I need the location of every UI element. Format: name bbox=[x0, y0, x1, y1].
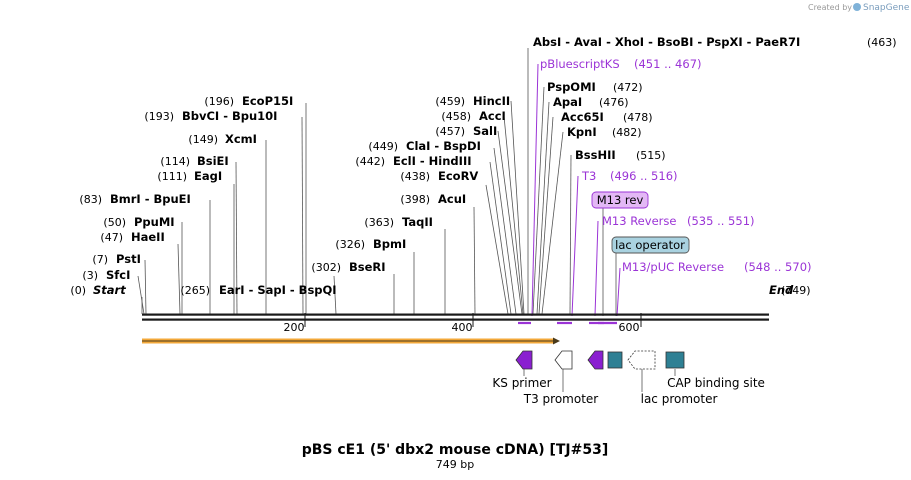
ks-primer-label: KS primer bbox=[492, 376, 551, 390]
site-pos: (472) bbox=[613, 81, 643, 94]
site-name: BmrI - BpuEI bbox=[110, 192, 191, 206]
t3-promoter-label: T3 promoter bbox=[523, 392, 599, 406]
site-pos: (459) bbox=[435, 95, 465, 108]
tick-label-200: 200 bbox=[284, 321, 305, 334]
site-name: TaqII bbox=[402, 215, 433, 229]
site-name: AccI bbox=[479, 109, 506, 123]
site-name: AcuI bbox=[438, 192, 466, 206]
snapgene-logo-icon bbox=[853, 3, 861, 11]
site-name: XcmI bbox=[225, 132, 257, 146]
site-pos: (463) bbox=[867, 36, 897, 49]
credit-text: Created by bbox=[808, 3, 852, 12]
site-name: PstI bbox=[116, 252, 141, 266]
brand-text: SnapGene bbox=[863, 3, 910, 13]
site-name: PspOMI bbox=[547, 80, 596, 94]
primer-connectors bbox=[531, 63, 621, 317]
site-pos: (7) bbox=[92, 253, 108, 266]
primer-name: pBluescriptKS bbox=[540, 57, 620, 71]
site-name: BssHII bbox=[575, 148, 616, 162]
site-pos: (363) bbox=[364, 216, 394, 229]
box-connectors bbox=[602, 206, 617, 316]
site-pos: (482) bbox=[612, 126, 642, 139]
site-name: PpuMI bbox=[134, 215, 175, 229]
site-pos: (476) bbox=[599, 96, 629, 109]
site-name: EarI - SapI - BspQI bbox=[219, 283, 337, 297]
site-name: EclI - HindIII bbox=[393, 154, 472, 168]
site-pos: (196) bbox=[204, 95, 234, 108]
site-pos: (326) bbox=[335, 238, 365, 251]
site-pos: (193) bbox=[144, 110, 174, 123]
lac-operator-icon bbox=[607, 351, 623, 369]
site-pos: (3) bbox=[82, 269, 98, 282]
site-pos: (438) bbox=[400, 170, 430, 183]
site-name: ApaI bbox=[553, 95, 582, 109]
primer-range: (548 .. 570) bbox=[744, 260, 812, 274]
site-name: ClaI - BspDI bbox=[406, 139, 481, 153]
site-name: HincII bbox=[473, 94, 510, 108]
primer-labels: pBluescriptKS (451 .. 467) T3 (496 .. 51… bbox=[540, 57, 812, 274]
backbone: 200 400 600 bbox=[142, 313, 769, 334]
feature-glyphs bbox=[515, 350, 685, 392]
site-connectors bbox=[137, 48, 572, 315]
restriction-sites: (3) SfcI (7) PstI (47) HaeII (50) PpuMI … bbox=[79, 35, 896, 297]
tick-label-600: 600 bbox=[619, 321, 640, 334]
site-pos: (265) bbox=[180, 284, 210, 297]
site-pos: (111) bbox=[157, 170, 187, 183]
primer-range: (535 .. 551) bbox=[687, 214, 755, 228]
site-pos: (398) bbox=[400, 193, 430, 206]
site-name: EcoRV bbox=[438, 169, 478, 183]
site-pos: (515) bbox=[636, 149, 666, 162]
m13-rev-label: M13 rev bbox=[597, 193, 644, 207]
site-name: BseRI bbox=[349, 260, 386, 274]
lac-operator-box: lac operator bbox=[611, 236, 690, 254]
site-pos: (449) bbox=[368, 140, 398, 153]
ks-primer-icon bbox=[515, 350, 533, 370]
primer-name: M13/pUC Reverse bbox=[622, 260, 724, 274]
site-pos: (457) bbox=[435, 125, 465, 138]
start-label: Start bbox=[93, 283, 126, 297]
site-name: BpmI bbox=[373, 237, 406, 251]
t3-promoter-icon bbox=[554, 350, 573, 370]
site-pos: (83) bbox=[79, 193, 102, 206]
lac-promoter-icon bbox=[627, 350, 656, 370]
start-position: (0) bbox=[70, 284, 86, 297]
lac-promoter-label: lac promoter bbox=[641, 392, 718, 406]
m13-rev-icon bbox=[587, 350, 604, 370]
m13-rev-box: M13 rev bbox=[591, 191, 649, 209]
site-pos: (458) bbox=[441, 110, 471, 123]
tick-label-400: 400 bbox=[452, 321, 473, 334]
map-title: pBS cE1 (5' dbx2 mouse cDNA) [TJ#53] bbox=[302, 442, 609, 458]
site-pos: (47) bbox=[100, 231, 123, 244]
site-name: AbsI - AvaI - XhoI - BsoBI - PspXI - Pae… bbox=[533, 35, 800, 49]
snapgene-credit: Created by SnapGene bbox=[808, 3, 910, 13]
primer-name: T3 bbox=[581, 169, 596, 183]
site-name: HaeII bbox=[131, 230, 165, 244]
site-name: BsiEI bbox=[197, 154, 229, 168]
primer-name: M13 Reverse bbox=[602, 214, 676, 228]
site-name: EcoP15I bbox=[242, 94, 293, 108]
site-pos: (50) bbox=[103, 216, 126, 229]
cap-binding-site-icon bbox=[665, 351, 685, 369]
orf-arrow bbox=[142, 337, 560, 345]
site-name: KpnI bbox=[567, 125, 597, 139]
site-pos: (442) bbox=[355, 155, 385, 168]
primer-range: (451 .. 467) bbox=[634, 57, 702, 71]
site-pos: (114) bbox=[160, 155, 190, 168]
lac-operator-label: lac operator bbox=[615, 238, 685, 252]
site-name: SalI bbox=[473, 124, 497, 138]
primer-range: (496 .. 516) bbox=[610, 169, 678, 183]
site-pos: (149) bbox=[188, 133, 218, 146]
site-name: EagI bbox=[194, 169, 222, 183]
end-label: End bbox=[769, 283, 794, 297]
map-length: 749 bp bbox=[436, 458, 474, 471]
site-pos: (478) bbox=[623, 111, 653, 124]
end-position: (749) bbox=[781, 284, 811, 297]
site-name: Acc65I bbox=[561, 110, 604, 124]
site-name: SfcI bbox=[106, 268, 130, 282]
site-pos: (302) bbox=[311, 261, 341, 274]
site-name: BbvCI - Bpu10I bbox=[182, 109, 277, 123]
cap-binding-site-label: CAP binding site bbox=[667, 376, 765, 390]
